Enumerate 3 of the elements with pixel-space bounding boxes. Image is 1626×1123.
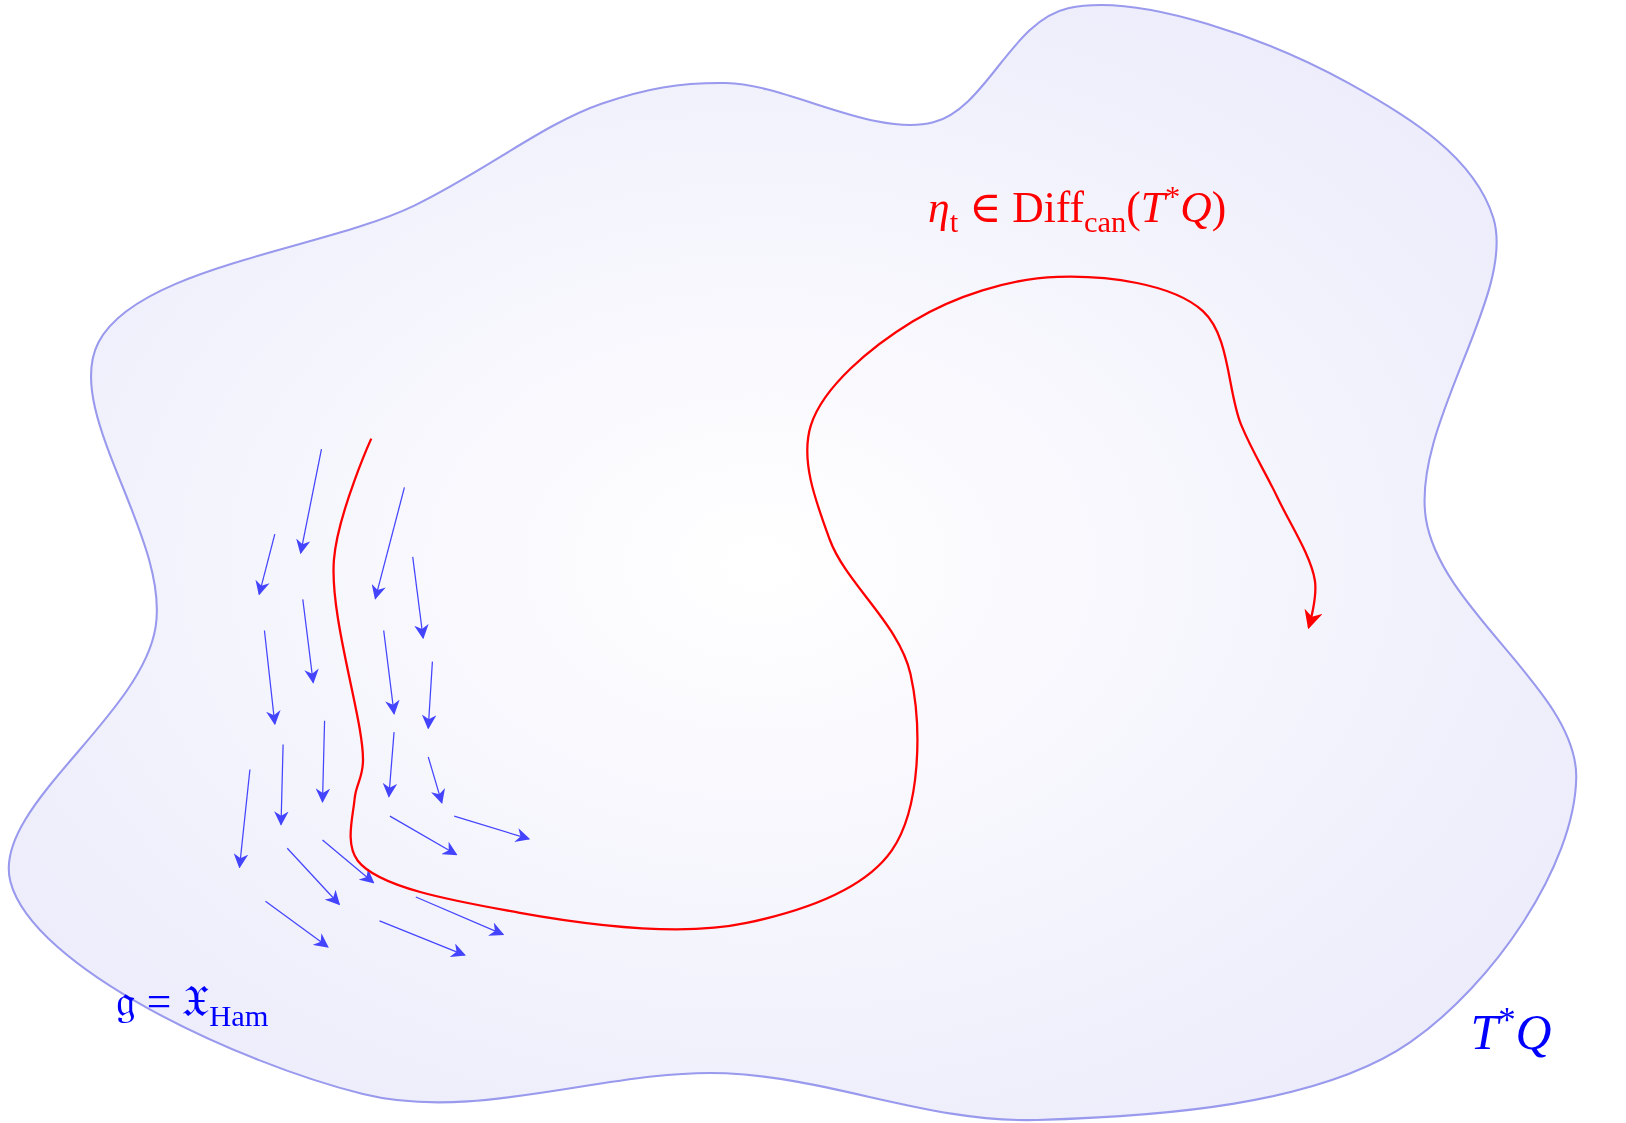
manifold-label: T$^{*}$Q [1470, 1002, 1552, 1058]
flow-label: η$_{t}$ ∈ Diff$_{can}$(T$^{*}$Q) [928, 181, 1227, 238]
algebra-label: 𝔤 = 𝔛$_{Ham}$ [116, 979, 269, 1032]
